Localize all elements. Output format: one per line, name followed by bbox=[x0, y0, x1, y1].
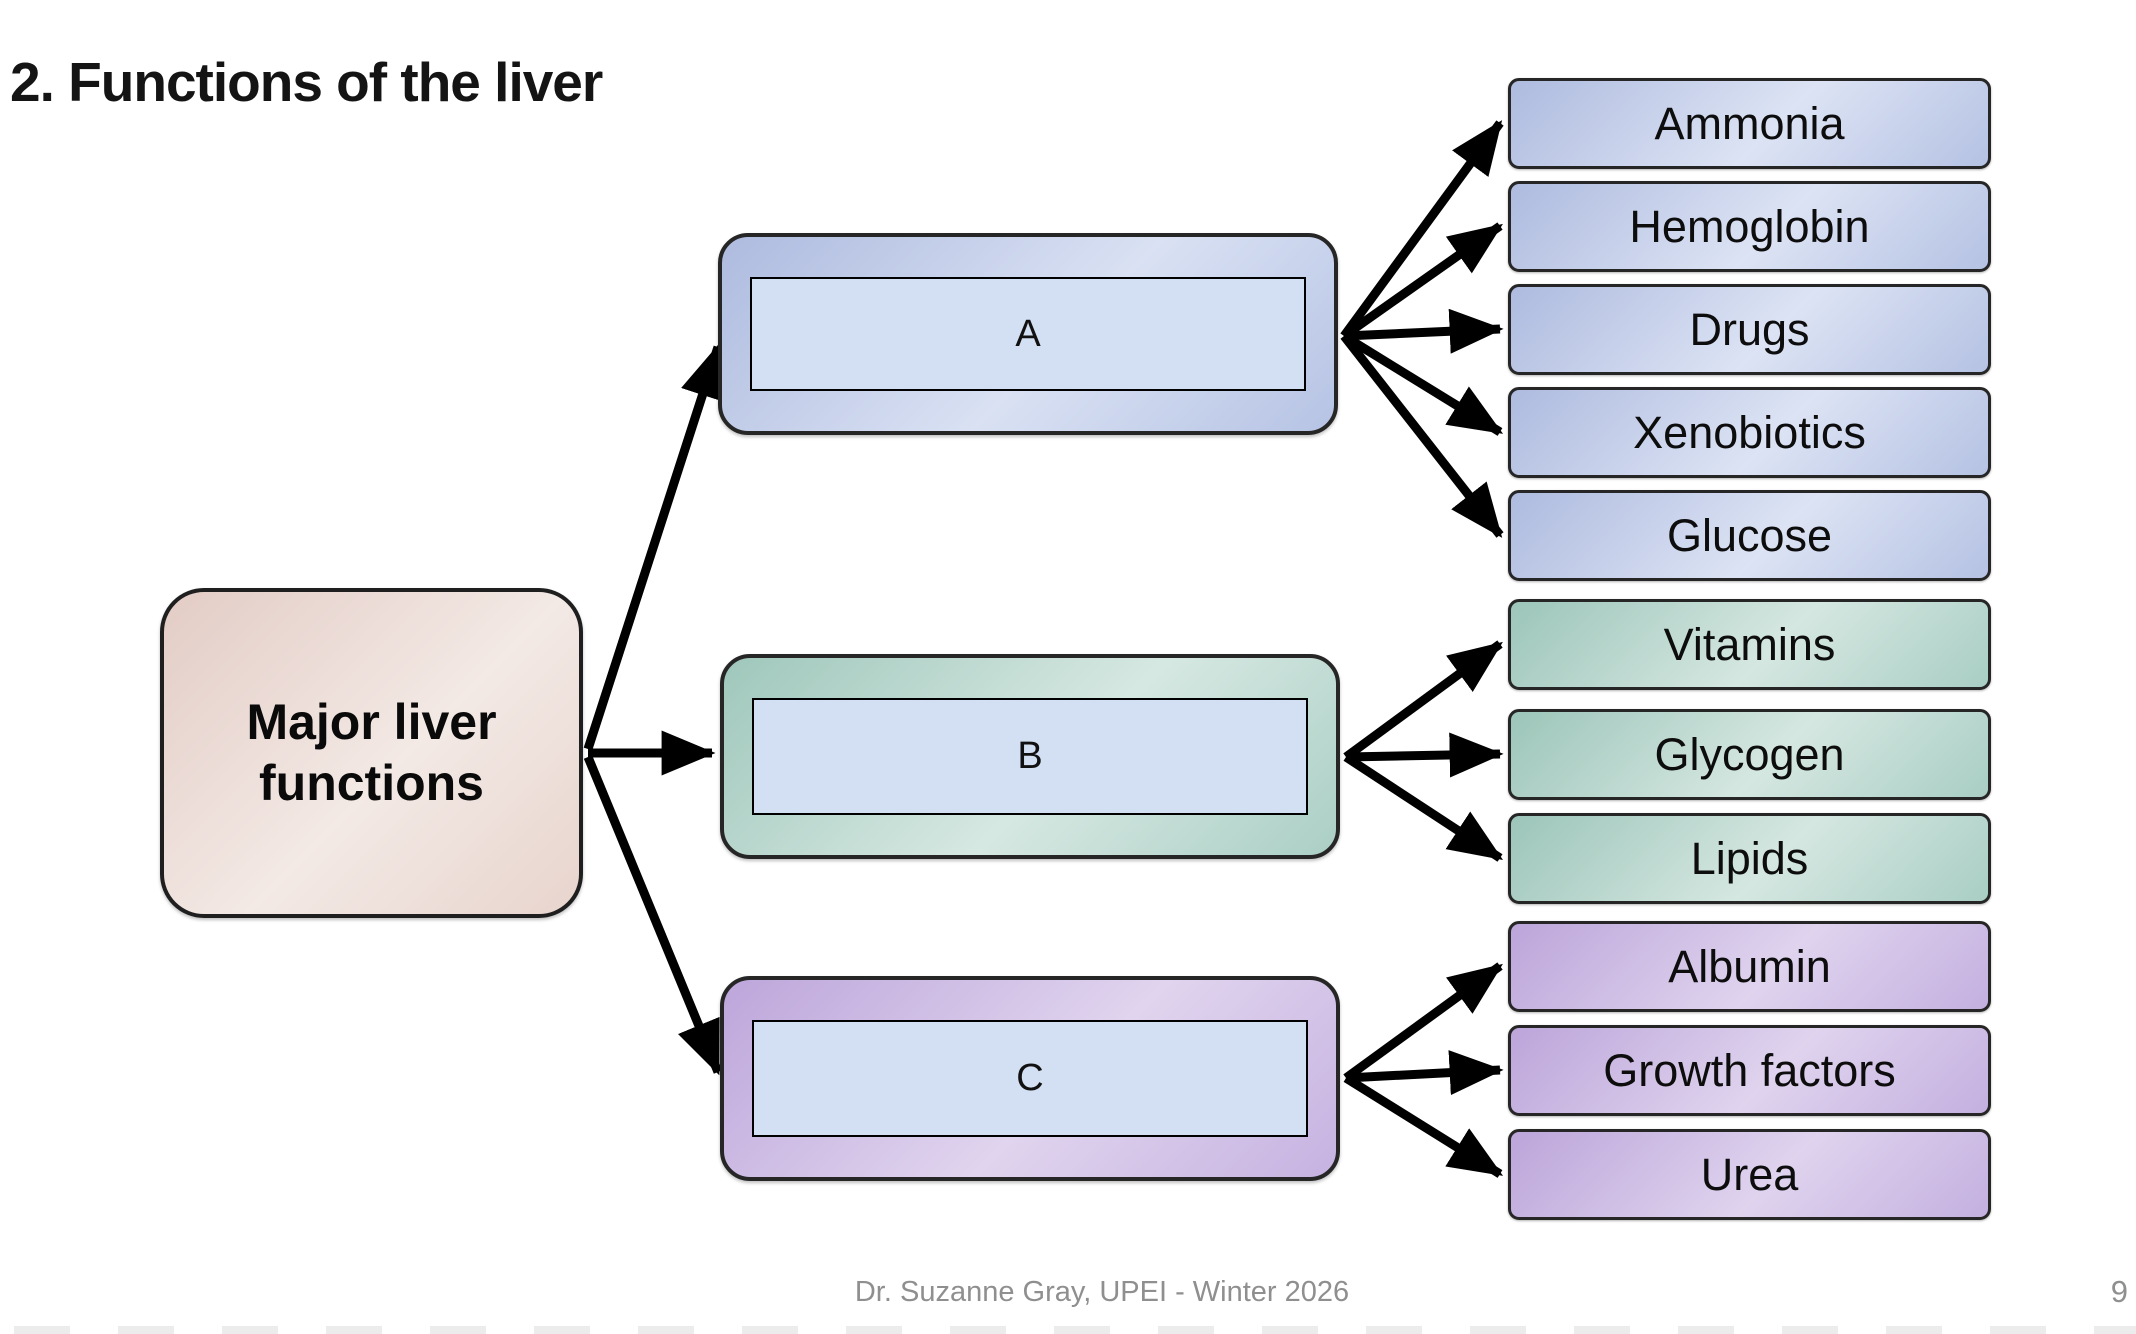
arrow-b-to-glycogen bbox=[1345, 732, 1504, 778]
arrow-a-to-ammonia bbox=[1340, 120, 1504, 339]
footer-credit: Dr. Suzanne Gray, UPEI - Winter 2026 bbox=[854, 1276, 1350, 1308]
branch-node-c: C bbox=[720, 976, 1340, 1181]
item-node-growth-factors: Growth factors bbox=[1508, 1025, 1991, 1116]
slide-title: 2. Functions of the liver bbox=[10, 51, 603, 113]
page-number: 9 bbox=[2110, 1274, 2128, 1309]
item-node-vitamins: Vitamins bbox=[1508, 599, 1991, 690]
item-node-lipids: Lipids bbox=[1508, 813, 1991, 904]
arrow-a-to-drugs bbox=[1343, 308, 1504, 354]
item-node-glucose: Glucose bbox=[1508, 490, 1991, 581]
item-node-albumin: Albumin bbox=[1508, 921, 1991, 1012]
arrow-root-to-a bbox=[583, 343, 724, 751]
root-node-label: Major liver functions bbox=[246, 694, 497, 811]
answer-cover-a: A bbox=[750, 277, 1306, 391]
arrow-a-to-glucose bbox=[1340, 333, 1504, 538]
thumbnail-strip-edge bbox=[14, 1326, 2136, 1334]
arrow-a-to-xenobiotics bbox=[1341, 332, 1504, 436]
answer-cover-b: B bbox=[752, 698, 1308, 815]
answer-cover-c: C bbox=[752, 1020, 1308, 1137]
branch-node-b: B bbox=[720, 654, 1340, 859]
arrow-c-to-growth-factors bbox=[1345, 1050, 1504, 1096]
arrow-c-to-albumin bbox=[1343, 962, 1503, 1082]
arrow-b-to-vitamins bbox=[1343, 640, 1503, 761]
arrow-root-to-c bbox=[583, 755, 723, 1076]
item-node-glycogen: Glycogen bbox=[1508, 709, 1991, 800]
item-node-urea: Urea bbox=[1508, 1129, 1991, 1220]
arrow-b-to-lipids bbox=[1343, 753, 1504, 862]
root-node-major-liver-functions: Major liver functions bbox=[160, 588, 583, 918]
item-node-ammonia: Ammonia bbox=[1508, 78, 1991, 169]
item-node-hemoglobin: Hemoglobin bbox=[1508, 181, 1991, 272]
branch-node-a: A bbox=[718, 233, 1338, 435]
item-node-xenobiotics: Xenobiotics bbox=[1508, 387, 1991, 478]
arrow-a-to-hemoglobin bbox=[1341, 222, 1503, 340]
arrow-c-to-urea bbox=[1343, 1074, 1504, 1178]
item-node-drugs: Drugs bbox=[1508, 284, 1991, 375]
